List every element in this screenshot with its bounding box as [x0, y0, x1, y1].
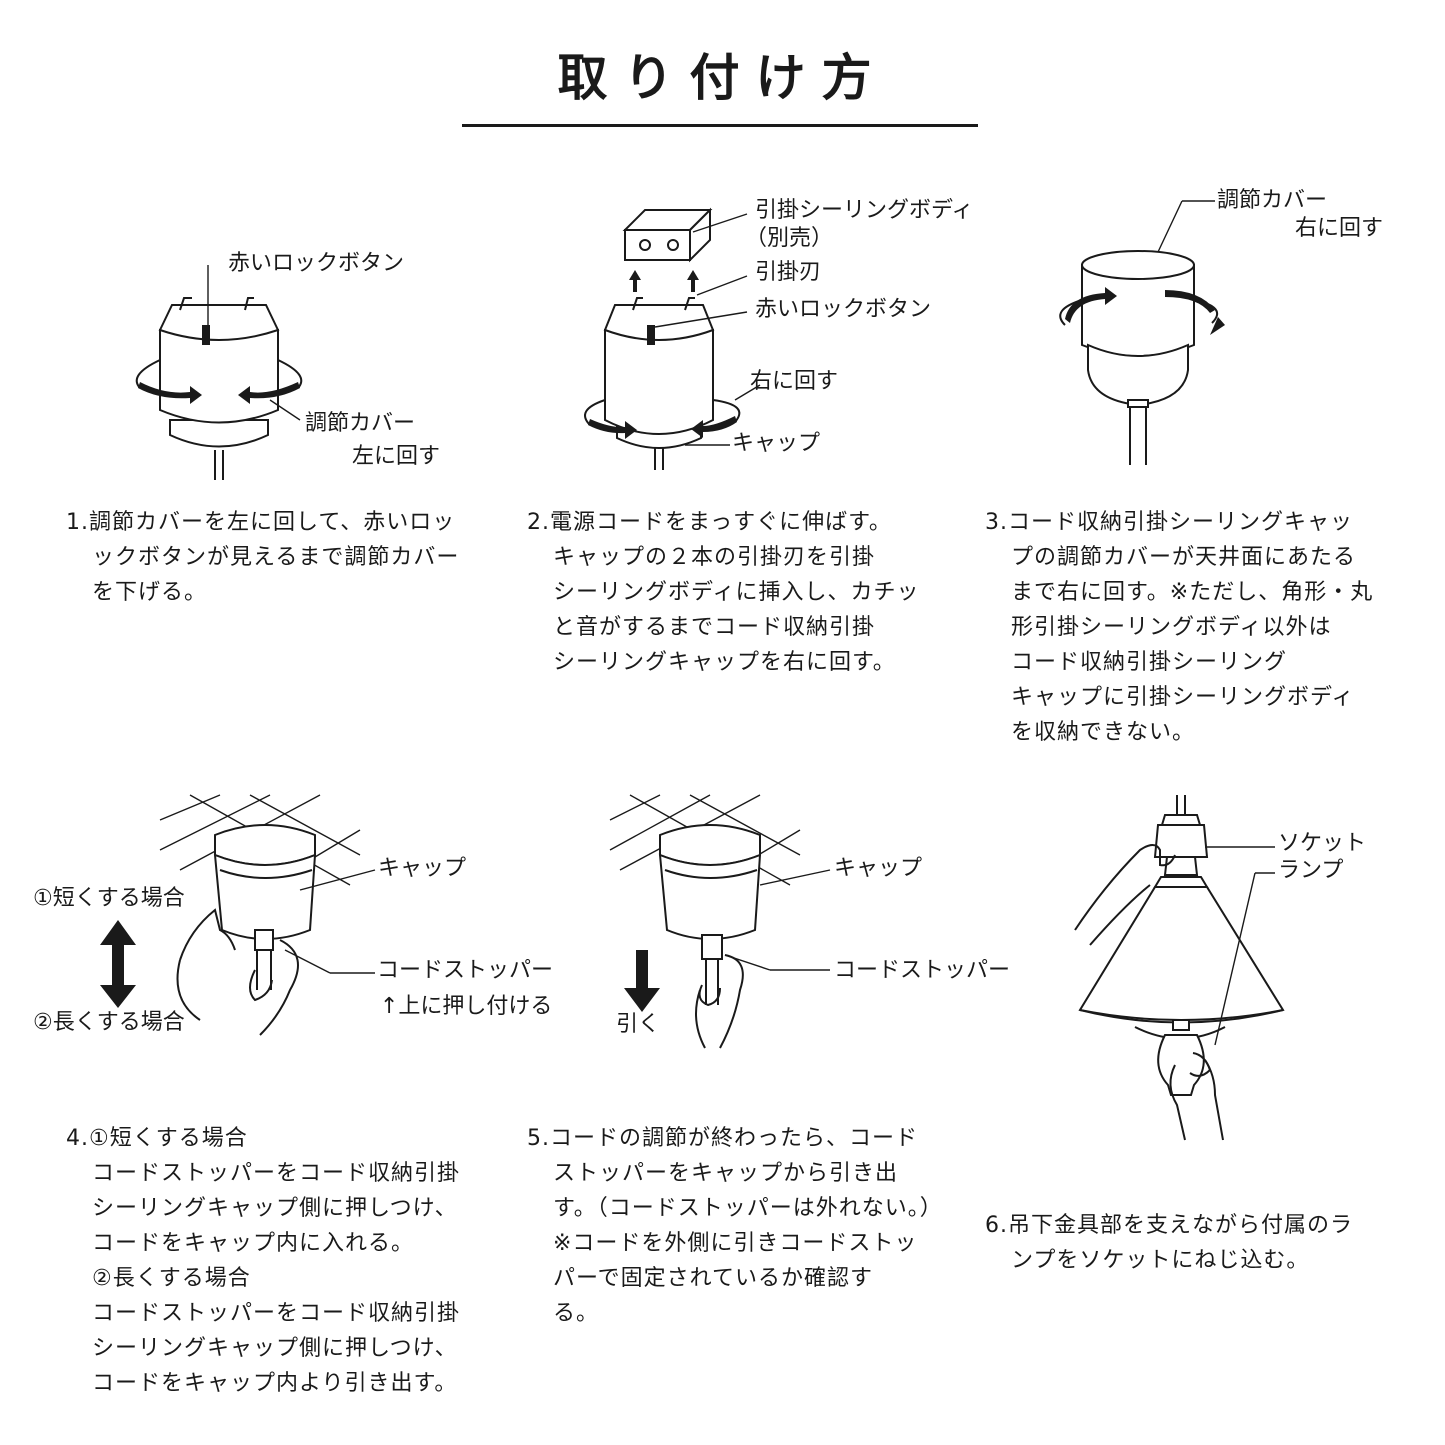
label-red-lock-button-2: 赤いロックボタン	[755, 297, 932, 322]
double-arrow-icon	[98, 920, 138, 1010]
label-push-up: ↑上に押し付ける	[380, 994, 553, 1019]
ceiling-body-and-canopy-illustration	[584, 207, 761, 470]
label-cap-2: キャップ	[732, 431, 821, 456]
label-turn-right-3: 右に回す	[1295, 216, 1384, 241]
label-pull: 引く	[616, 1012, 661, 1037]
lamp-installation-illustration	[1074, 795, 1285, 1141]
figure-step3	[1050, 195, 1240, 465]
step-4-text: 4.①短くする場合 コードストッパーをコード収納引掛 シーリングキャップ側に押し…	[66, 1126, 461, 1396]
title-underline	[462, 124, 978, 127]
label-cord-stopper-4: コードストッパー	[377, 958, 554, 983]
figure-step5	[609, 790, 831, 1050]
canopy-illustration-1	[135, 265, 303, 480]
label-turn-left: 左に回す	[352, 444, 441, 469]
label-cord-stopper-5: コードストッパー	[834, 958, 1011, 983]
label-shorten-case: ①短くする場合	[33, 886, 185, 911]
label-hook-blade: 引掛刃	[755, 260, 822, 285]
figure-step1	[120, 265, 320, 480]
cord-shorten-illustration	[159, 794, 361, 1036]
label-lengthen-case: ②長くする場合	[33, 1010, 185, 1035]
label-socket: ソケット	[1278, 831, 1367, 856]
step-1-text: 1.調節カバーを左に回して、赤いロッ ックボタンが見えるまで調節カバー を下げる…	[66, 510, 460, 605]
label-cap-4: キャップ	[378, 856, 467, 881]
figure-step2	[584, 200, 765, 470]
figure-step4	[159, 790, 370, 1050]
step-2-text: 2.電源コードをまっすぐに伸ばす。 キャップの２本の引掛刃を引掛 シーリングボデ…	[527, 510, 920, 675]
label-red-lock-button-1: 赤いロックボタン	[228, 251, 405, 276]
cord-stopper-pull-illustration	[609, 794, 831, 1049]
down-arrow-icon	[622, 950, 662, 1015]
page-title: 取り付け方	[557, 49, 888, 107]
label-turn-right-2: 右に回す	[750, 369, 839, 394]
figure-step6	[1065, 795, 1365, 1141]
step-3-text: 3.コード収納引掛シーリングキャッ プの調節カバーが天井面にあたる まで右に回す…	[985, 510, 1374, 745]
step-5-text: 5.コードの調節が終わったら、コード ストッパーをキャップから引き出 す。（コー…	[527, 1126, 943, 1326]
label-cap-5: キャップ	[834, 856, 923, 881]
label-adjust-cover-1: 調節カバー	[305, 411, 416, 436]
canopy-illustration-3	[1059, 200, 1225, 465]
step-6-text: 6.吊下金具部を支えながら付属のラ ンプをソケットにねじ込む。	[985, 1213, 1353, 1273]
label-sold-separately: （別売）	[745, 226, 834, 251]
label-ceiling-body: 引掛シーリングボディ	[755, 198, 974, 223]
label-adjust-cover-3: 調節カバー	[1217, 188, 1328, 213]
leader-lines-4	[280, 855, 380, 985]
label-lamp: ランプ	[1278, 858, 1344, 883]
